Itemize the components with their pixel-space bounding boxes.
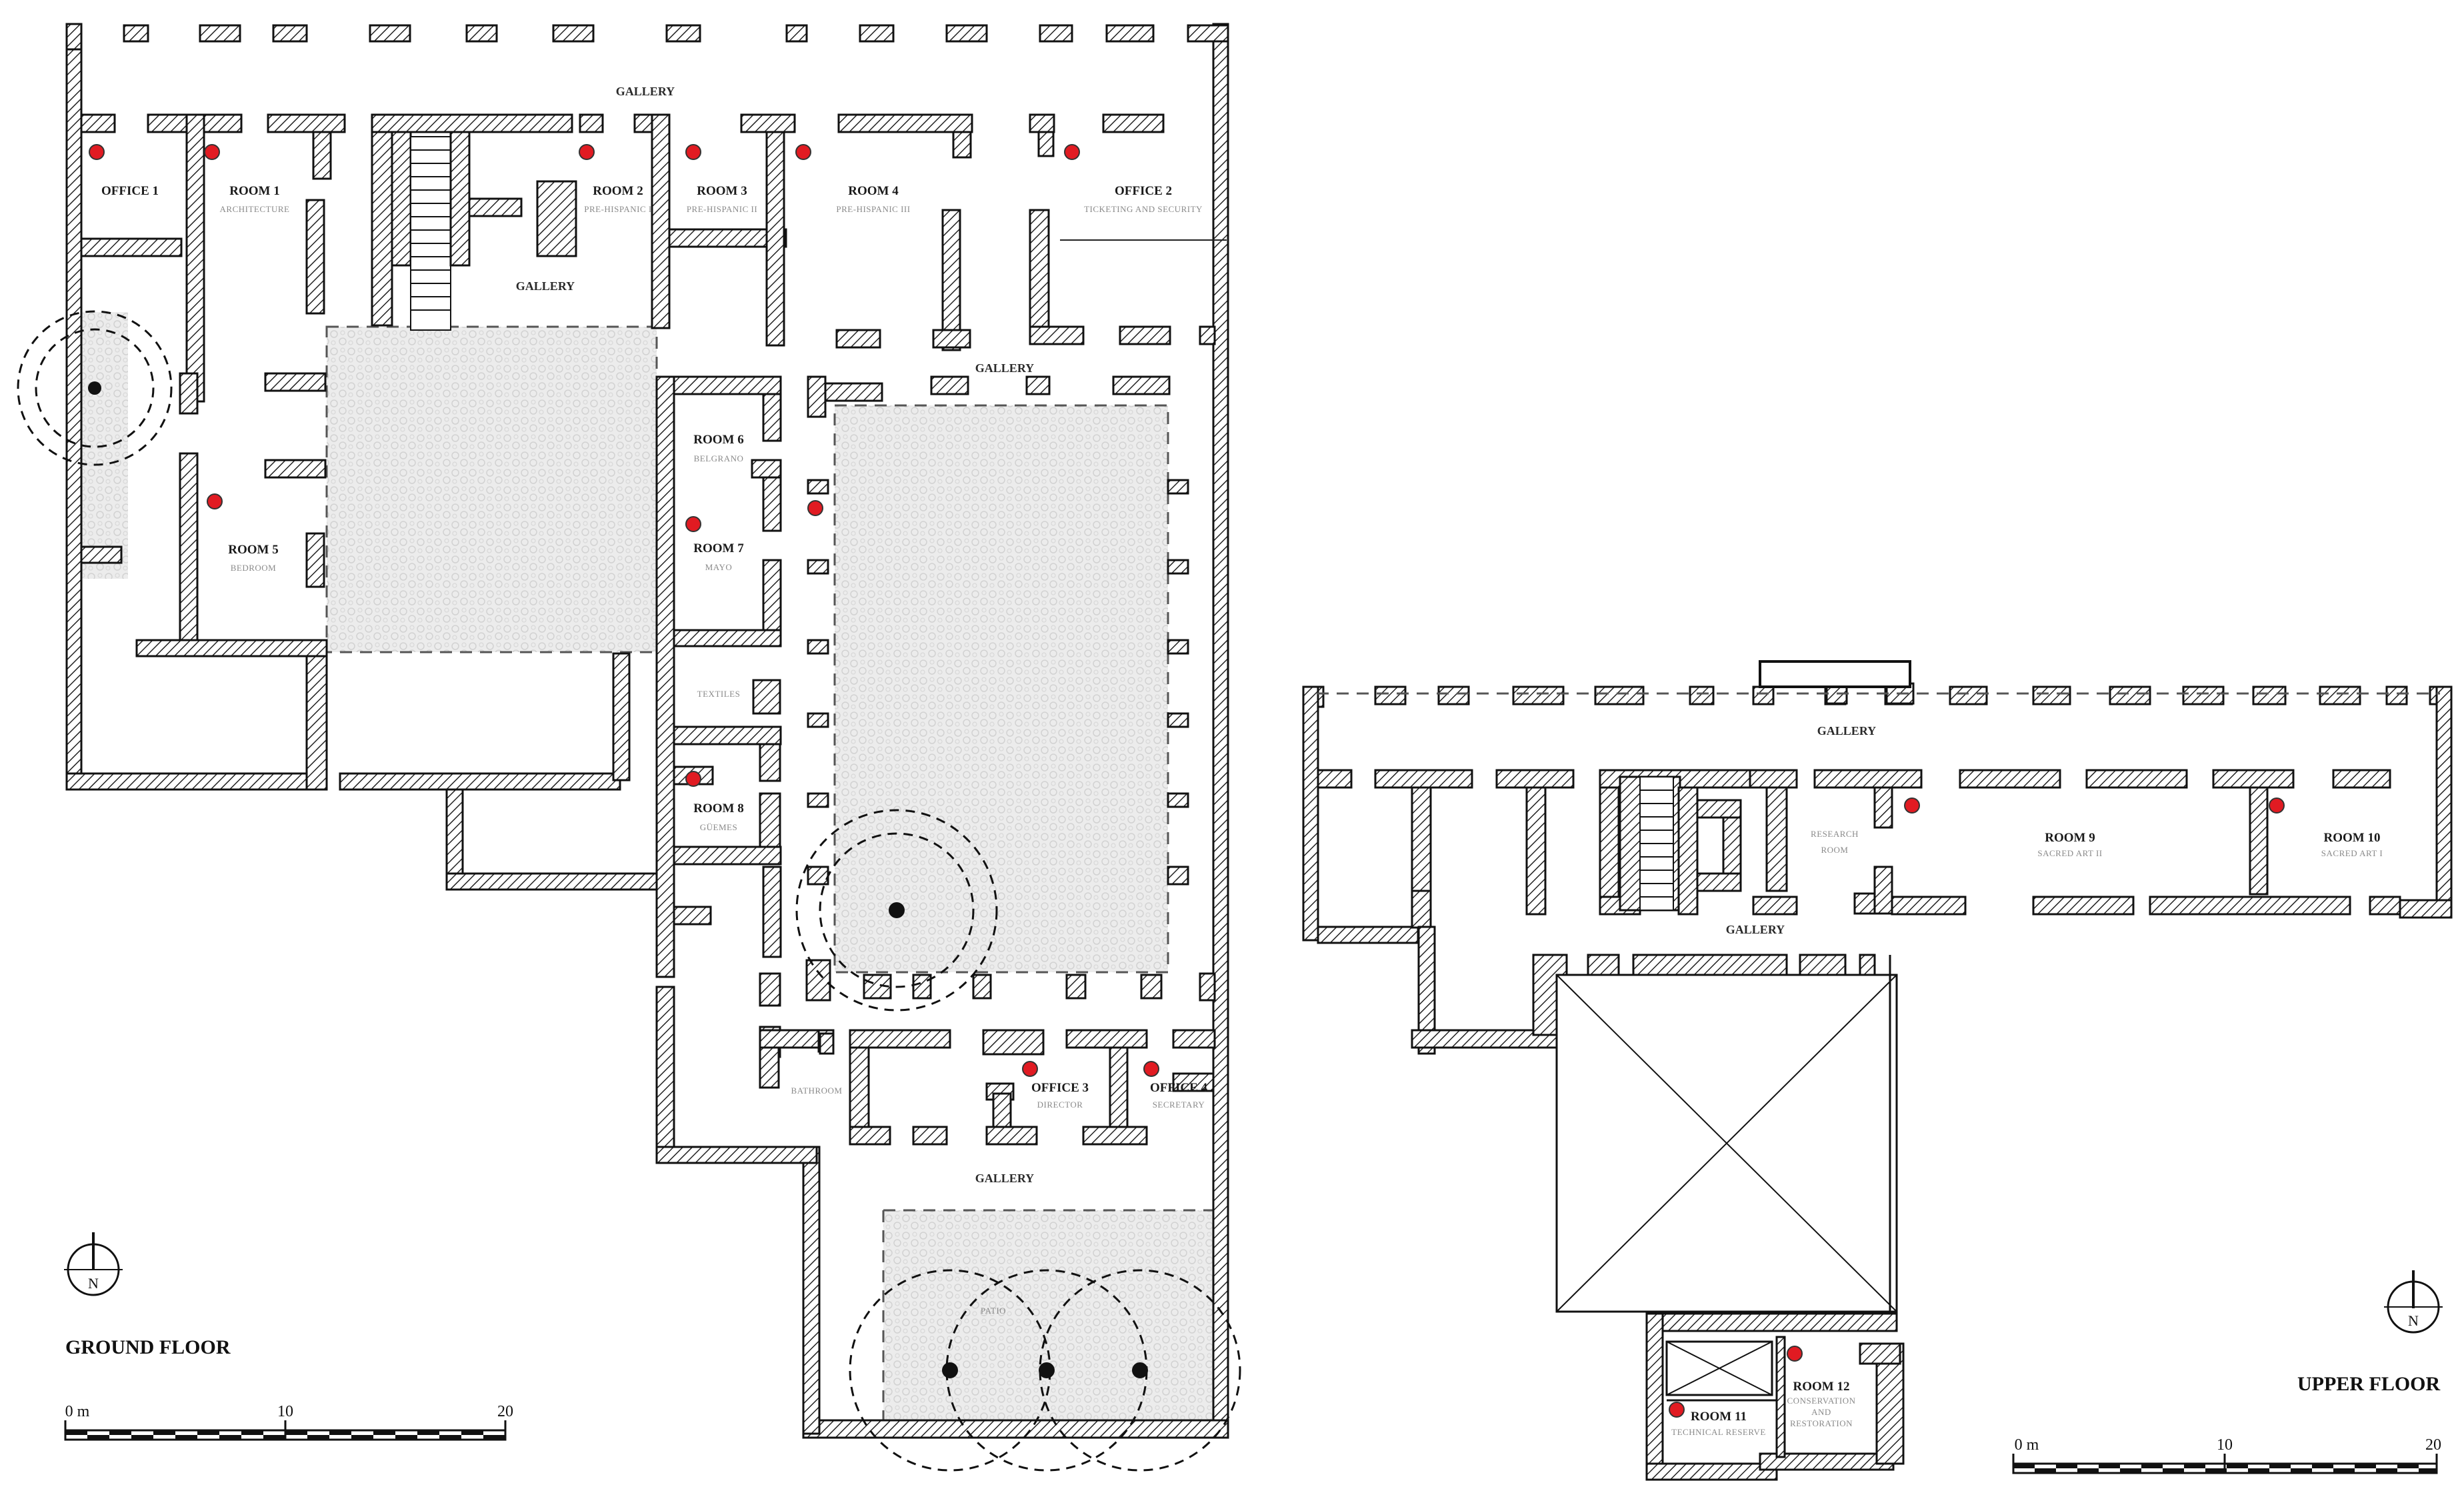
room-sub-label: SACRED ART II: [2037, 848, 2102, 858]
room-label: ROOM 7: [693, 541, 744, 555]
courtyard-west: [327, 327, 657, 652]
staircase: [1639, 776, 1674, 911]
room-label: OFFICE 2: [1115, 184, 1172, 198]
patio-south: [883, 1210, 1222, 1427]
void-open-to-below: [1555, 955, 1898, 1315]
scale-bar: [64, 1420, 507, 1441]
tree-trunk-icon: [1039, 1362, 1055, 1378]
room-label: OFFICE 1: [101, 184, 159, 198]
room-sub-label: AND: [1811, 1407, 1831, 1417]
wall: [655, 986, 675, 1162]
gallery-label: GALLERY: [975, 361, 1034, 375]
marker-dots: [89, 144, 1159, 1077]
scale-label-0: 0 m: [65, 1403, 90, 1420]
tree-trunk-icon: [88, 381, 101, 395]
room-label: ROOM 11: [1691, 1410, 1747, 1424]
south-annex-walls: [1645, 1312, 1905, 1481]
room-sub-label: DIRECTOR: [1037, 1100, 1083, 1110]
tree-trunk-icon: [942, 1362, 958, 1378]
wall: [65, 772, 308, 791]
room-sub-label: RESEARCH: [1811, 829, 1859, 839]
courtyard-main-edge: [833, 404, 1169, 974]
room-sub-label: ARCHITECTURE: [220, 204, 290, 214]
room-sub-label: SECRETARY: [1153, 1100, 1205, 1110]
scale-label-10: 10: [277, 1403, 293, 1420]
room-label: ROOM 1: [229, 184, 279, 198]
room-sub-label: PRE-HISPANIC I: [584, 204, 652, 214]
gallery-label: GALLERY: [1817, 724, 1876, 737]
scale-label-10: 10: [2217, 1436, 2233, 1454]
gallery-label: GALLERY: [975, 1172, 1034, 1185]
tree-trunk-icon: [1132, 1362, 1148, 1378]
scale-bar: [2012, 1454, 2438, 1474]
room-sub-label: TICKETING AND SECURITY: [1084, 204, 1203, 214]
room-sub-label: TECHNICAL RESERVE: [1671, 1427, 1766, 1437]
north-arrow-icon: [64, 1232, 123, 1296]
wall: [305, 652, 328, 791]
gallery-label: GALLERY: [616, 85, 675, 98]
room-sub-label: ROOM: [1821, 845, 1848, 855]
center-rooms-walls: [655, 375, 1171, 1007]
marker-dots: [1669, 798, 2285, 1418]
staircase: [391, 131, 471, 331]
wall: [802, 1146, 821, 1435]
scale-label-20: 20: [497, 1403, 513, 1420]
scale-label-0: 0 m: [2015, 1436, 2039, 1454]
room-sub-label: TEXTILES: [697, 689, 741, 699]
gallery-label: GALLERY: [516, 279, 575, 293]
room-sub-label: BATHROOM: [791, 1086, 843, 1096]
north-label: N: [2408, 1312, 2419, 1329]
room-sub-label: GÜEMES: [700, 822, 737, 832]
room-sub-label: BELGRANO: [694, 453, 744, 463]
room-sub-label: BEDROOM: [231, 563, 277, 573]
room-label: ROOM 9: [2045, 831, 2095, 845]
scale-label-20: 20: [2425, 1436, 2441, 1454]
north-arrow-icon: [2384, 1270, 2443, 1334]
gallery-label: GALLERY: [1726, 923, 1785, 936]
courtyard-main: [835, 405, 1168, 972]
room-sub-label: PRE-HISPANIC II: [687, 204, 757, 214]
tree-icon: [795, 809, 998, 1012]
room-sub-label: PATIO: [981, 1306, 1006, 1316]
room-label: ROOM 12: [1793, 1380, 1850, 1394]
room-sub-label: RESTORATION: [1790, 1418, 1853, 1428]
ground-floor-plan: GALLERY GALLERY GALLERY GALLERY OFFICE 1…: [17, 23, 1241, 1472]
wall: [655, 1146, 818, 1164]
north-label: N: [88, 1275, 99, 1292]
wall: [802, 1419, 1229, 1439]
room-label: ROOM 4: [848, 184, 899, 198]
room-label: OFFICE 3: [1031, 1081, 1089, 1095]
floor-title: UPPER FLOOR: [2297, 1373, 2440, 1395]
balcony: [1759, 660, 1911, 688]
room-label: OFFICE 4: [1150, 1081, 1208, 1095]
upper-facade: [1302, 682, 2453, 942]
north-facade-piers: [65, 23, 1229, 51]
room-sub-label: PRE-HISPANIC III: [836, 204, 910, 214]
wall: [612, 652, 631, 782]
reserve-crate: [1665, 1340, 1777, 1402]
room-label: ROOM 10: [2324, 831, 2381, 845]
room-label: ROOM 3: [697, 184, 747, 198]
floor-title: GROUND FLOOR: [65, 1336, 231, 1358]
wall: [1212, 23, 1229, 1439]
room-sub-label: SACRED ART I: [2321, 848, 2383, 858]
courtyard-west-edge: [325, 325, 658, 653]
room-label: ROOM 6: [693, 433, 743, 447]
room-sub-label: MAYO: [705, 562, 733, 572]
south-offices-walls: [759, 1026, 1216, 1146]
room-label: ROOM 5: [228, 543, 278, 557]
room-label: ROOM 2: [593, 184, 643, 198]
room-sub-label: CONSERVATION: [1787, 1396, 1856, 1406]
room-label: ROOM 8: [693, 802, 743, 816]
tree-trunk-icon: [889, 902, 905, 918]
wall: [65, 23, 83, 791]
upper-floor-plan: GALLERY GALLERY RESEARCH ROOM ROOM 9 SAC…: [1302, 660, 2453, 1481]
wall: [339, 772, 621, 791]
north-rooms-walls: [80, 113, 1216, 657]
tree-icon: [17, 310, 173, 466]
wall: [445, 872, 661, 891]
